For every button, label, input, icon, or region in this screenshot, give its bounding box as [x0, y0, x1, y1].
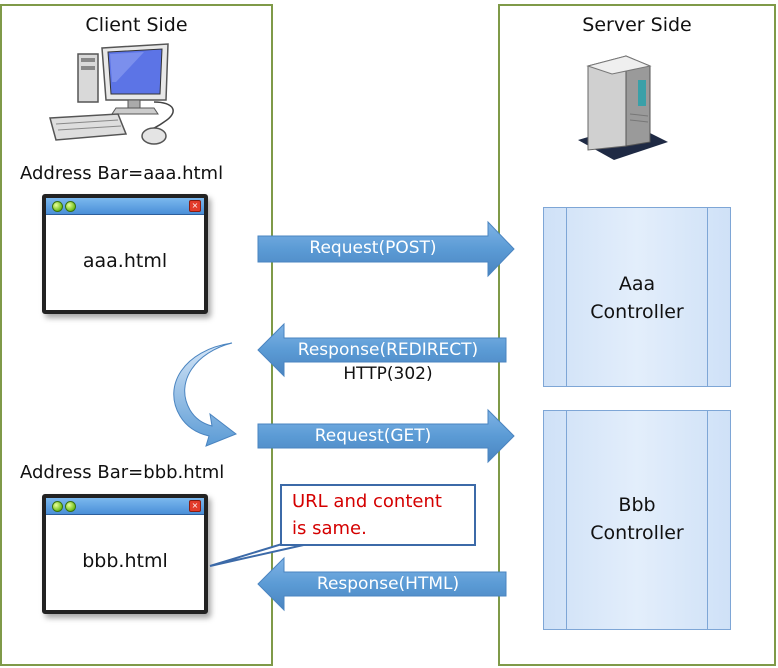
address-bar-bbb: Address Bar=bbb.html	[20, 462, 225, 483]
desktop-computer-icon	[49, 43, 174, 145]
redirect-curve-arrow	[173, 342, 238, 447]
minimize-dot-icon	[52, 501, 63, 512]
url-content-callout: URL and content is same.	[280, 484, 476, 546]
window-title-bar: ×	[46, 198, 204, 215]
http-302-label: HTTP(302)	[343, 364, 433, 384]
response-html-label: Response(HTML)	[316, 574, 460, 594]
callout-line-1: URL and content	[292, 491, 442, 512]
window-page-label: aaa.html	[82, 250, 168, 272]
close-icon: ×	[189, 200, 201, 212]
window-title-bar: ×	[46, 498, 204, 515]
controller-type: Controller	[590, 522, 684, 544]
request-get-label: Request(GET)	[314, 426, 432, 446]
address-bar-aaa: Address Bar=aaa.html	[20, 163, 224, 184]
callout-line-2: is same.	[292, 518, 367, 539]
browser-window-bbb: × bbb.html	[42, 494, 208, 614]
maximize-dot-icon	[65, 501, 76, 512]
window-page-label: bbb.html	[82, 550, 168, 572]
response-html-arrow	[257, 556, 507, 612]
request-get-arrow	[257, 408, 515, 464]
request-post-arrow	[257, 220, 515, 278]
close-icon: ×	[189, 500, 201, 512]
response-redirect-arrow	[257, 322, 507, 378]
response-redirect-label: Response(REDIRECT)	[297, 340, 479, 360]
aaa-controller: Aaa Controller	[543, 207, 731, 387]
maximize-dot-icon	[65, 201, 76, 212]
server-tower-icon	[578, 55, 668, 160]
controller-divider	[566, 411, 708, 629]
request-post-label: Request(POST)	[309, 238, 437, 258]
controller-name: Bbb	[618, 494, 656, 516]
minimize-dot-icon	[52, 201, 63, 212]
server-side-title: Server Side	[582, 14, 692, 36]
browser-window-aaa: × aaa.html	[42, 194, 208, 314]
controller-divider	[566, 208, 708, 386]
callout-pointer	[209, 543, 309, 567]
client-side-title: Client Side	[85, 14, 188, 36]
controller-type: Controller	[590, 301, 684, 323]
controller-name: Aaa	[618, 273, 656, 295]
bbb-controller: Bbb Controller	[543, 410, 731, 630]
